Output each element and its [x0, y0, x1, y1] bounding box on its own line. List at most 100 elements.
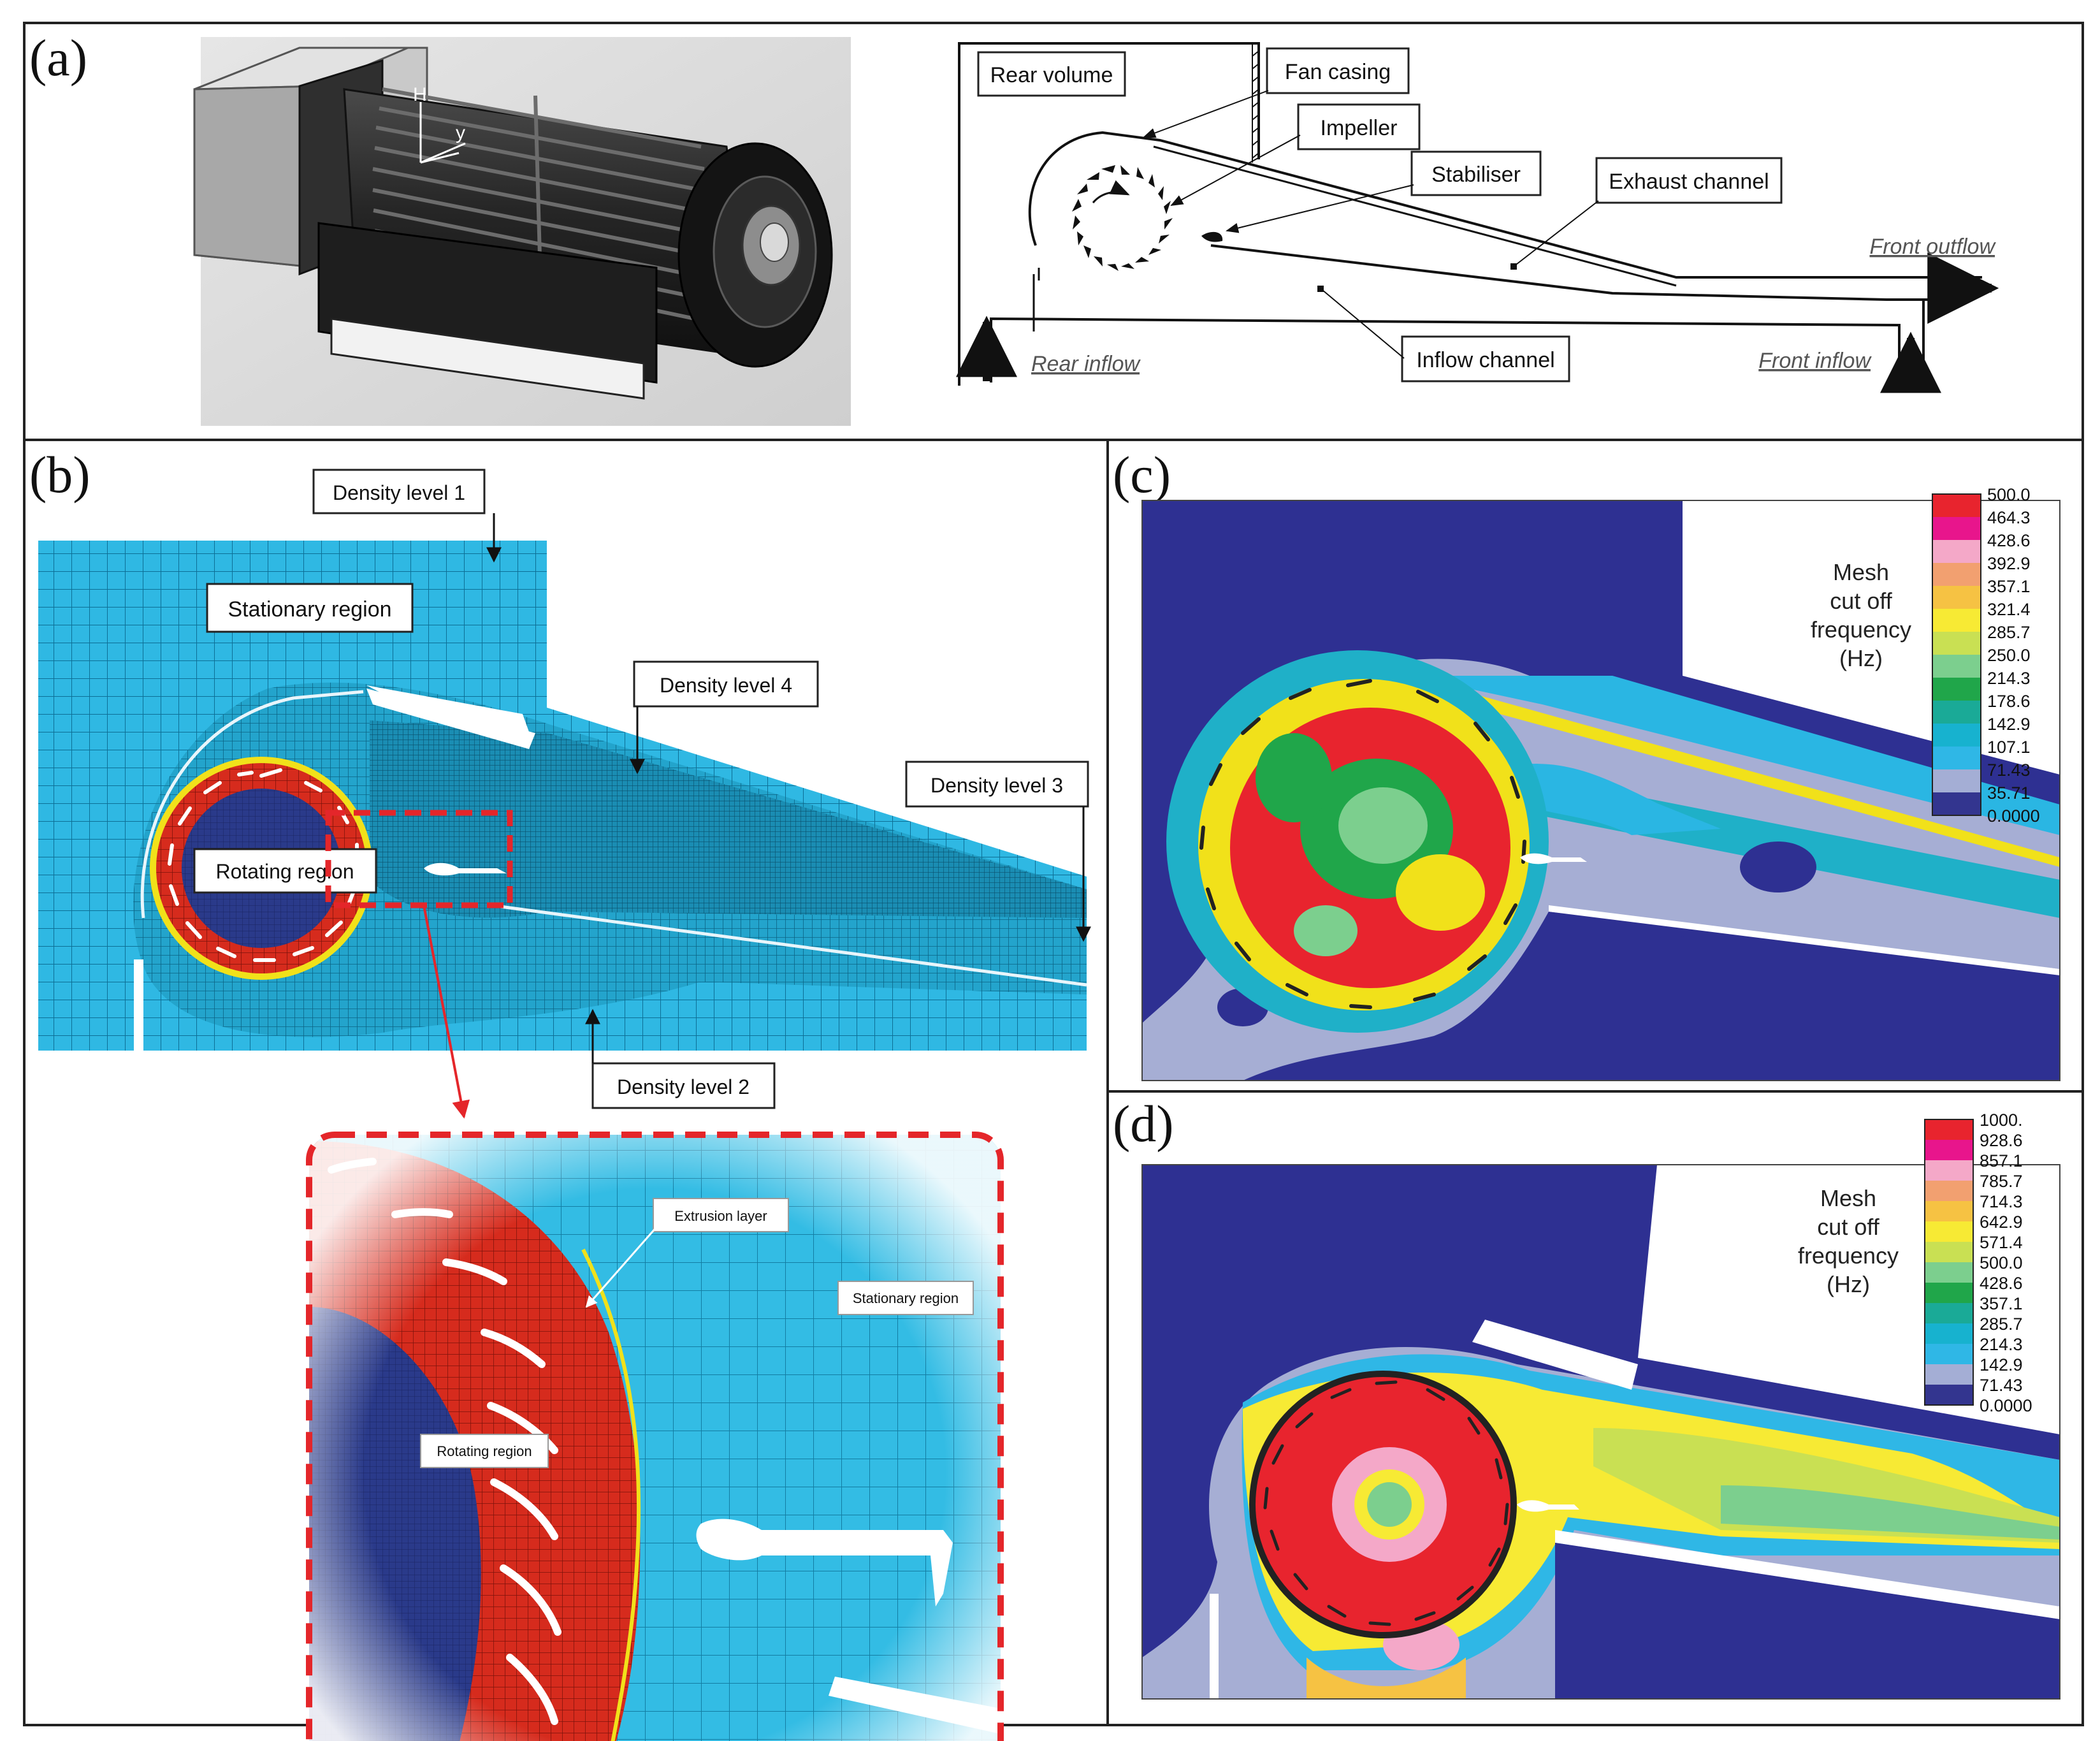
legend-d-value: 785.7 [1980, 1172, 2023, 1191]
legend-c-value: 357.1 [1987, 577, 2031, 596]
panel-a-tag: (a) [29, 29, 87, 87]
svg-text:Rear volume: Rear volume [990, 63, 1113, 87]
label-rear-volume: Rear volume [977, 51, 1126, 97]
zoom-inset-border [306, 1132, 1004, 1741]
panel-c-tag: (c) [1113, 446, 1171, 504]
legend-c-value: 71.43 [1987, 761, 2031, 780]
legend-d-title: (Hz) [1827, 1271, 1870, 1297]
mesh-label-rotating: Rotating region [193, 848, 377, 894]
mesh-label-density-1: Density level 1 [312, 469, 502, 563]
legend-d-value: 500.0 [1980, 1253, 2023, 1272]
impeller-blades-3d [372, 87, 726, 327]
svg-text:Density level 4: Density level 4 [660, 674, 792, 697]
fan-schematic: Rear volume Fan casing Impeller Stabilis… [956, 42, 1999, 393]
contour-c-frame [1141, 500, 2060, 1081]
mesh-label-density-2: Density level 2 [585, 1009, 776, 1109]
zoom-label-stationary: Stationary region [837, 1281, 974, 1315]
svg-text:Density level 1: Density level 1 [333, 481, 465, 504]
legend-c-value: 392.9 [1987, 554, 2031, 573]
figure-border [23, 22, 2084, 1726]
legend-d-value: 714.3 [1980, 1192, 2023, 1211]
svg-text:Density level 2: Density level 2 [617, 1075, 749, 1098]
mesh-label-density-3: Density level 3 [905, 761, 1091, 942]
svg-text:Impeller: Impeller [1321, 116, 1398, 140]
label-inflow-channel: Inflow channel [1317, 286, 1570, 382]
label-front-inflow: Front inflow [1758, 349, 1872, 373]
svg-text:Rotating region: Rotating region [215, 860, 354, 883]
label-rear-inflow: Rear inflow [1031, 352, 1141, 376]
contour-d-frame [1141, 1164, 2060, 1700]
legend-d-title: cut off [1817, 1214, 1879, 1240]
mesh-domain: Density level 1 Stationary region Densit… [38, 469, 1091, 1119]
legend-c-title: frequency [1811, 616, 1911, 643]
zoom-inset: Extrusion layer Stationary region Rotati… [306, 1132, 1004, 1741]
svg-text:Inflow channel: Inflow channel [1416, 348, 1554, 372]
legend-d-value: 428.6 [1980, 1274, 2023, 1293]
zoom-arrow [423, 905, 470, 1119]
svg-text:Fan casing: Fan casing [1285, 60, 1391, 84]
legend-d-title: frequency [1798, 1242, 1899, 1269]
panel-a: (a) [29, 29, 1999, 426]
svg-text:Stabiliser: Stabiliser [1431, 163, 1521, 187]
legend-d: 1000. 928.6 857.1 785.7 714.3 642.9 571.… [1798, 1111, 2032, 1415]
legend-c: 500.0 464.3 428.6 392.9 357.1 321.4 285.… [1811, 485, 2040, 826]
stabiliser-shape [424, 863, 507, 876]
legend-c-title: Mesh [1833, 559, 1889, 585]
zoom-indicator-box [325, 810, 513, 908]
legend-d-value: 857.1 [1980, 1151, 2023, 1170]
panel-c: (c) [1113, 446, 2060, 1081]
legend-d-value: 928.6 [1980, 1131, 2023, 1150]
legend-c-value: 285.7 [1987, 623, 2031, 642]
legend-c-title: (Hz) [1839, 645, 1883, 671]
mesh-label-stationary: Stationary region [206, 583, 414, 633]
legend-c-value: 178.6 [1987, 692, 2031, 711]
legend-d-value: 357.1 [1980, 1294, 2023, 1313]
legend-d-swatches [1924, 1119, 1974, 1406]
legend-d-value: 214.3 [1980, 1335, 2023, 1354]
axis-h-label: H [413, 84, 427, 105]
axis-y-label: y [456, 122, 465, 143]
contour-c [1142, 500, 2060, 1081]
legend-c-value: 464.3 [1987, 508, 2031, 527]
legend-c-title: cut off [1830, 588, 1892, 614]
axes-3d [419, 102, 466, 164]
legend-c-value: 250.0 [1987, 646, 2031, 665]
legend-c-value: 321.4 [1987, 600, 2031, 619]
mesh-label-density-4: Density level 4 [630, 660, 819, 775]
fan-3d-model: H y [193, 37, 851, 426]
impeller-blades-2d [1072, 165, 1173, 271]
zoom-label-rotating: Rotating region [420, 1434, 549, 1468]
panel-b-tag: (b) [29, 446, 91, 504]
contour-d [1142, 1165, 2060, 1699]
legend-c-value: 428.6 [1987, 531, 2031, 550]
svg-text:Rotating region: Rotating region [437, 1443, 532, 1459]
svg-text:Extrusion layer: Extrusion layer [674, 1208, 767, 1224]
legend-d-value: 142.9 [1980, 1355, 2023, 1374]
svg-text:Stationary region: Stationary region [228, 597, 391, 622]
label-stabiliser: Stabiliser [1226, 150, 1542, 233]
fan-casing-hatch [1252, 43, 1259, 163]
legend-d-value: 71.43 [1980, 1376, 2023, 1395]
zoom-label-extrusion: Extrusion layer [585, 1198, 789, 1308]
panel-d-tag: (d) [1113, 1095, 1174, 1153]
legend-d-value: 642.9 [1980, 1213, 2023, 1232]
legend-d-value: 285.7 [1980, 1315, 2023, 1334]
legend-c-value: 214.3 [1987, 669, 2031, 688]
panel-b: (b) [29, 446, 1091, 1741]
svg-text:Stationary region: Stationary region [853, 1290, 959, 1306]
label-front-outflow: Front outflow [1869, 235, 1996, 259]
svg-text:Density level 3: Density level 3 [931, 774, 1063, 797]
legend-c-value: 500.0 [1987, 485, 2031, 504]
legend-d-value: 0.0000 [1980, 1396, 2032, 1415]
label-fan-casing: Fan casing [1143, 47, 1410, 138]
legend-d-value: 571.4 [1980, 1233, 2023, 1252]
contour-c-blades [1199, 679, 1526, 1009]
legend-c-value: 0.0000 [1987, 806, 2040, 826]
panel-d: (d) [1113, 1095, 2060, 1700]
legend-c-value: 35.71 [1987, 783, 2031, 803]
label-impeller: Impeller [1170, 103, 1421, 206]
contour-d-blades [1263, 1380, 1509, 1626]
legend-c-value: 107.1 [1987, 738, 2031, 757]
legend-c-value: 142.9 [1987, 715, 2031, 734]
